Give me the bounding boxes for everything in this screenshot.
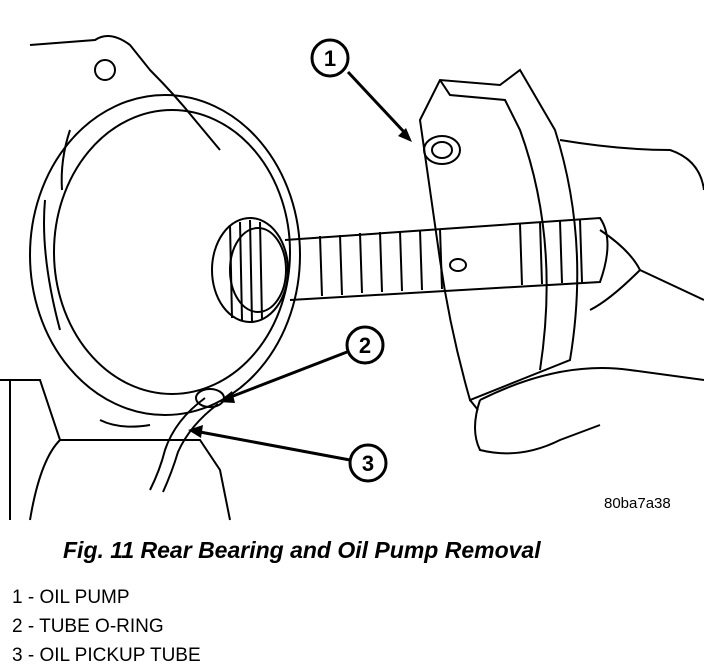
callout-2: 2 <box>218 325 385 403</box>
rear-housing <box>29 94 301 416</box>
callout-1: 1 <box>310 38 412 142</box>
technician-hands <box>474 139 704 455</box>
callout-1-number: 1 <box>324 46 336 71</box>
oil-pump <box>418 68 579 411</box>
image-code: 80ba7a38 <box>604 495 671 512</box>
figure-caption: Fig. 11 Rear Bearing and Oil Pump Remova… <box>63 537 541 563</box>
legend-item-oil-pickup-tube: 3 - OIL PICKUP TUBE <box>12 645 201 666</box>
legend-item-tube-o-ring: 2 - TUBE O-RING <box>12 616 164 637</box>
rear-bearing <box>211 217 289 323</box>
callout-1-leader <box>346 70 407 135</box>
callout-2-number: 2 <box>359 333 371 358</box>
callout-3-leader <box>199 430 351 462</box>
legend-list: 1 - OIL PUMP 2 - TUBE O-RING 3 - OIL PIC… <box>12 583 201 670</box>
tube-o-ring <box>195 388 225 408</box>
diagram-illustration: 1 2 3 <box>0 35 704 521</box>
output-shaft <box>284 216 609 301</box>
callout-1-arrowhead <box>398 128 412 142</box>
transmission-case <box>0 35 231 521</box>
callout-2-arrowhead <box>218 391 235 403</box>
legend-item-oil-pump: 1 - OIL PUMP <box>12 587 130 608</box>
callout-3-arrowhead <box>188 425 203 438</box>
callout-3-number: 3 <box>362 451 374 476</box>
callout-2-leader <box>227 350 348 400</box>
callout-3: 3 <box>188 425 388 483</box>
